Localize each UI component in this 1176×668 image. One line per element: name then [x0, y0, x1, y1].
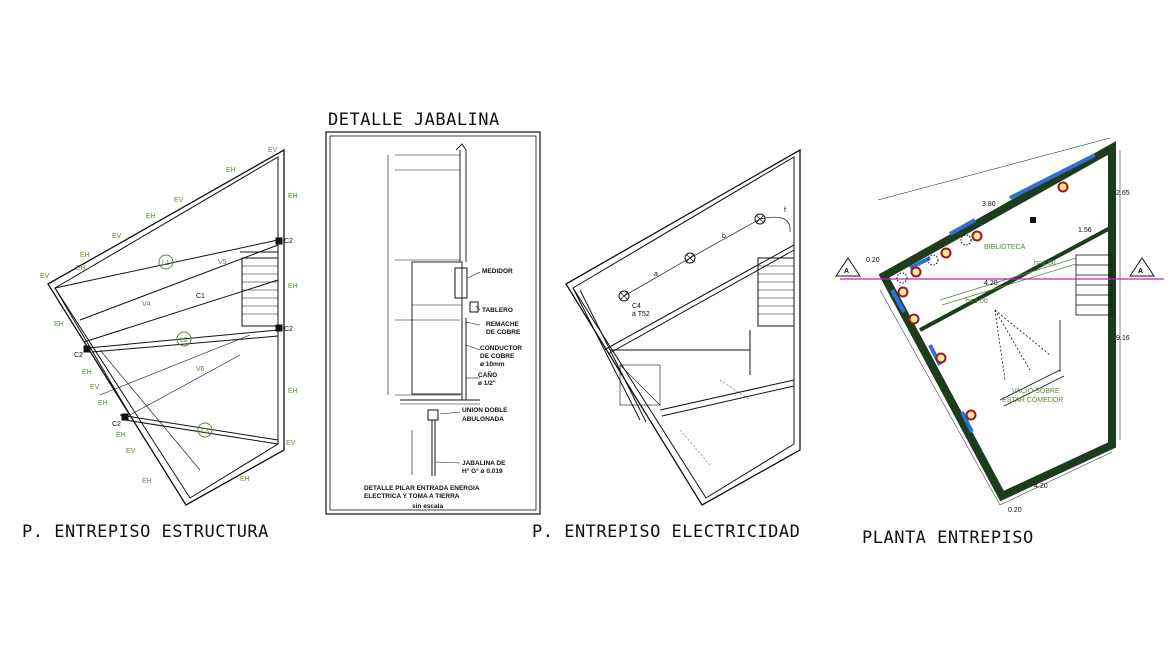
- tag-c2: C2: [284, 238, 293, 245]
- tag-ev: EV: [90, 384, 100, 391]
- section-marker-right: A: [1138, 268, 1143, 275]
- tag-eh: EH: [142, 478, 152, 485]
- tag-eh: EH: [98, 400, 108, 407]
- height-label: h=1.00: [1034, 260, 1056, 267]
- note-jabalina: H° G° ø 0.019: [462, 467, 503, 475]
- tag-eh: EH: [146, 213, 156, 220]
- tag-eh: EH: [82, 369, 92, 376]
- tag-ev: EV: [286, 440, 296, 447]
- detail-scale: sin escala: [412, 503, 443, 510]
- circuit-tag-a: a: [654, 271, 658, 278]
- tag-c1: C1: [196, 293, 205, 300]
- tag-ev: EV: [126, 448, 136, 455]
- title-plan: PLANTA ENTREPISO: [862, 528, 1034, 548]
- note-conductor: DE COBRE: [480, 353, 515, 360]
- tag-c2: C2: [284, 326, 293, 333]
- tag-eh: EH: [288, 193, 298, 200]
- note-remache: REMACHE: [486, 321, 520, 328]
- room-label-biblioteca: BIBLIOTECA: [984, 244, 1026, 251]
- electric-plan: [565, 148, 801, 506]
- section-marker-left: A: [844, 268, 849, 275]
- title-detail: DETALLE JABALINA: [328, 110, 500, 130]
- structure-tags: EV EH EV EH EV EH EH EV EH C2 EH C2 EH E…: [40, 147, 298, 485]
- tag-v5: V5: [218, 259, 227, 266]
- detail-caption: ELECTRICA Y TOMA A TIERRA: [364, 493, 460, 500]
- tag-v4: V4: [142, 301, 151, 308]
- note-cano: CAÑO: [478, 370, 497, 379]
- tag-eh: EH: [116, 432, 126, 439]
- floor-plan-labels: A A BIBLIOTECA VACIO SOBRE ESTAR COMEDOR…: [844, 190, 1143, 514]
- tag-c2: C2: [112, 421, 121, 428]
- room-label-vacio: ESTAR COMEDOR: [1002, 397, 1063, 404]
- tag-l1: L1: [162, 260, 170, 267]
- tag-ev: EV: [174, 197, 184, 204]
- title-structure: P. ENTREPISO ESTRUCTURA: [22, 522, 269, 542]
- detail-caption: DETALLE PILAR ENTRADA ENERGIA: [364, 485, 480, 492]
- note-cano: ø 1/2": [478, 380, 496, 387]
- circuit-tag-line: a T52: [632, 311, 650, 318]
- dimension-label: 9.16: [1116, 335, 1130, 342]
- note-jabalina: JABALINA DE: [462, 460, 506, 467]
- note-union: ABULONADA: [462, 416, 504, 423]
- circuit-tag-f: f: [784, 207, 786, 214]
- tag-ev: EV: [112, 233, 122, 240]
- dimension-label: 2.65: [1116, 190, 1130, 197]
- tag-eh: EH: [288, 283, 298, 290]
- dimension-label: 4.20: [984, 280, 998, 287]
- tag-eh: EH: [54, 321, 64, 328]
- tag-eh: EH: [226, 167, 236, 174]
- tag-ev: EV: [40, 273, 50, 280]
- room-label-vacio: VACIO SOBRE: [1012, 388, 1060, 395]
- note-conductor: ø 10mm: [480, 361, 505, 368]
- dimension-label: 1.56: [1078, 227, 1092, 234]
- detail-jabalina: [325, 131, 541, 515]
- height-label: h=1.00: [966, 298, 988, 305]
- dimension-label: 0.20: [1008, 507, 1022, 514]
- note-conductor: CONDUCTOR: [480, 345, 522, 352]
- tag-ev: EV: [268, 147, 278, 154]
- tag-l2: L2: [180, 337, 188, 344]
- tag-v6: V6: [196, 366, 205, 373]
- note-union: UNION DOBLE: [462, 407, 508, 414]
- floor-plan: [835, 137, 1164, 506]
- note-tablero: TABLERO: [482, 307, 513, 314]
- tag-eh: EH: [76, 265, 86, 272]
- electric-tags: a b f C4 a T52: [632, 207, 786, 318]
- circuit-tag-c4: C4: [632, 303, 641, 310]
- tag-eh: EH: [288, 388, 298, 395]
- note-medidor: MEDIDOR: [482, 268, 513, 275]
- note-remache: DE COBRE: [486, 329, 521, 336]
- dimension-label: 0.20: [866, 257, 880, 264]
- tag-l3: L3: [201, 428, 209, 435]
- dimension-label: 3.80: [982, 201, 996, 208]
- tag-eh: EH: [80, 252, 90, 259]
- tag-c2: C2: [74, 352, 83, 359]
- dimension-label: 4.20: [1034, 483, 1048, 490]
- title-electric: P. ENTREPISO ELECTRICIDAD: [532, 522, 801, 542]
- structure-plan: [47, 148, 285, 506]
- detail-notes: MEDIDOR TABLERO REMACHE DE COBRE CONDUCT…: [364, 268, 522, 510]
- circuit-tag-b: b: [722, 233, 726, 240]
- tag-eh: EH: [240, 476, 250, 483]
